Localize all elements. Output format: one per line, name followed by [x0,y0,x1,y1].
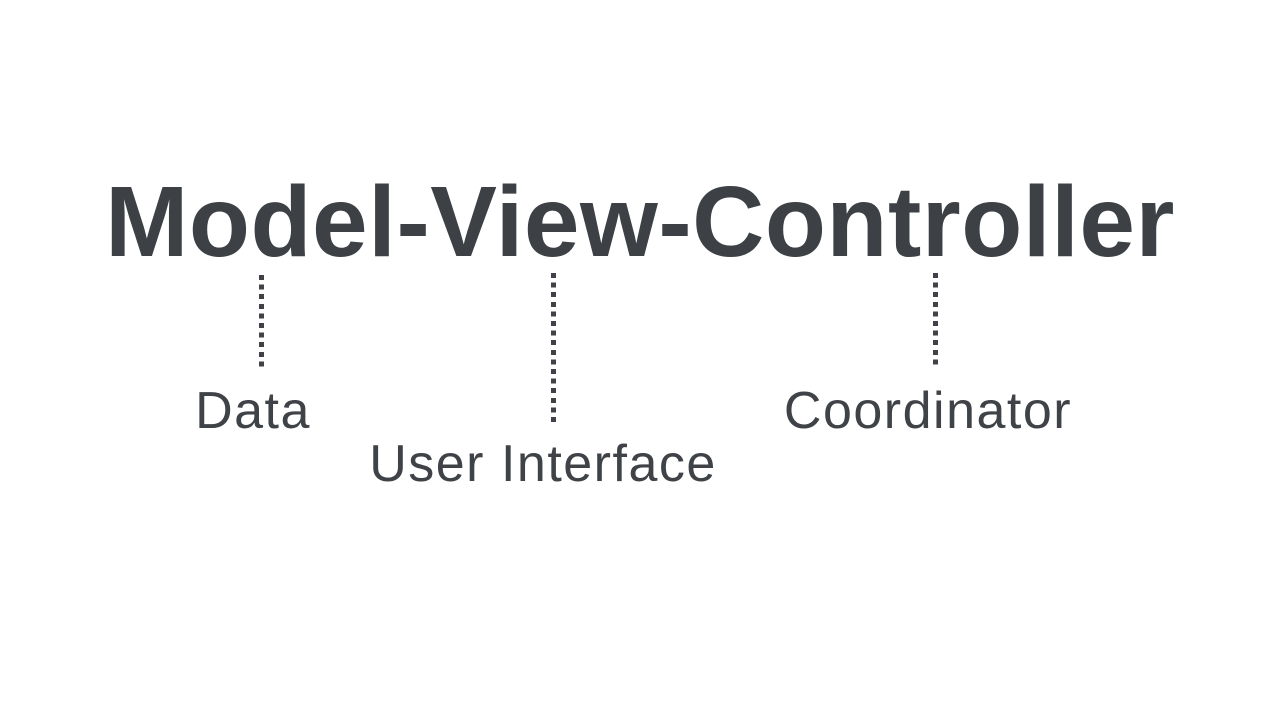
callout-label-view: User Interface [369,435,717,493]
callout-label-controller: Coordinator [783,382,1073,440]
callout-label-model: Data [195,382,311,440]
diagram-title: Model-View-Controller [105,166,1175,278]
dotted-connector-model [259,275,264,371]
dotted-connector-view [551,273,556,423]
dotted-connector-controller [933,273,938,369]
